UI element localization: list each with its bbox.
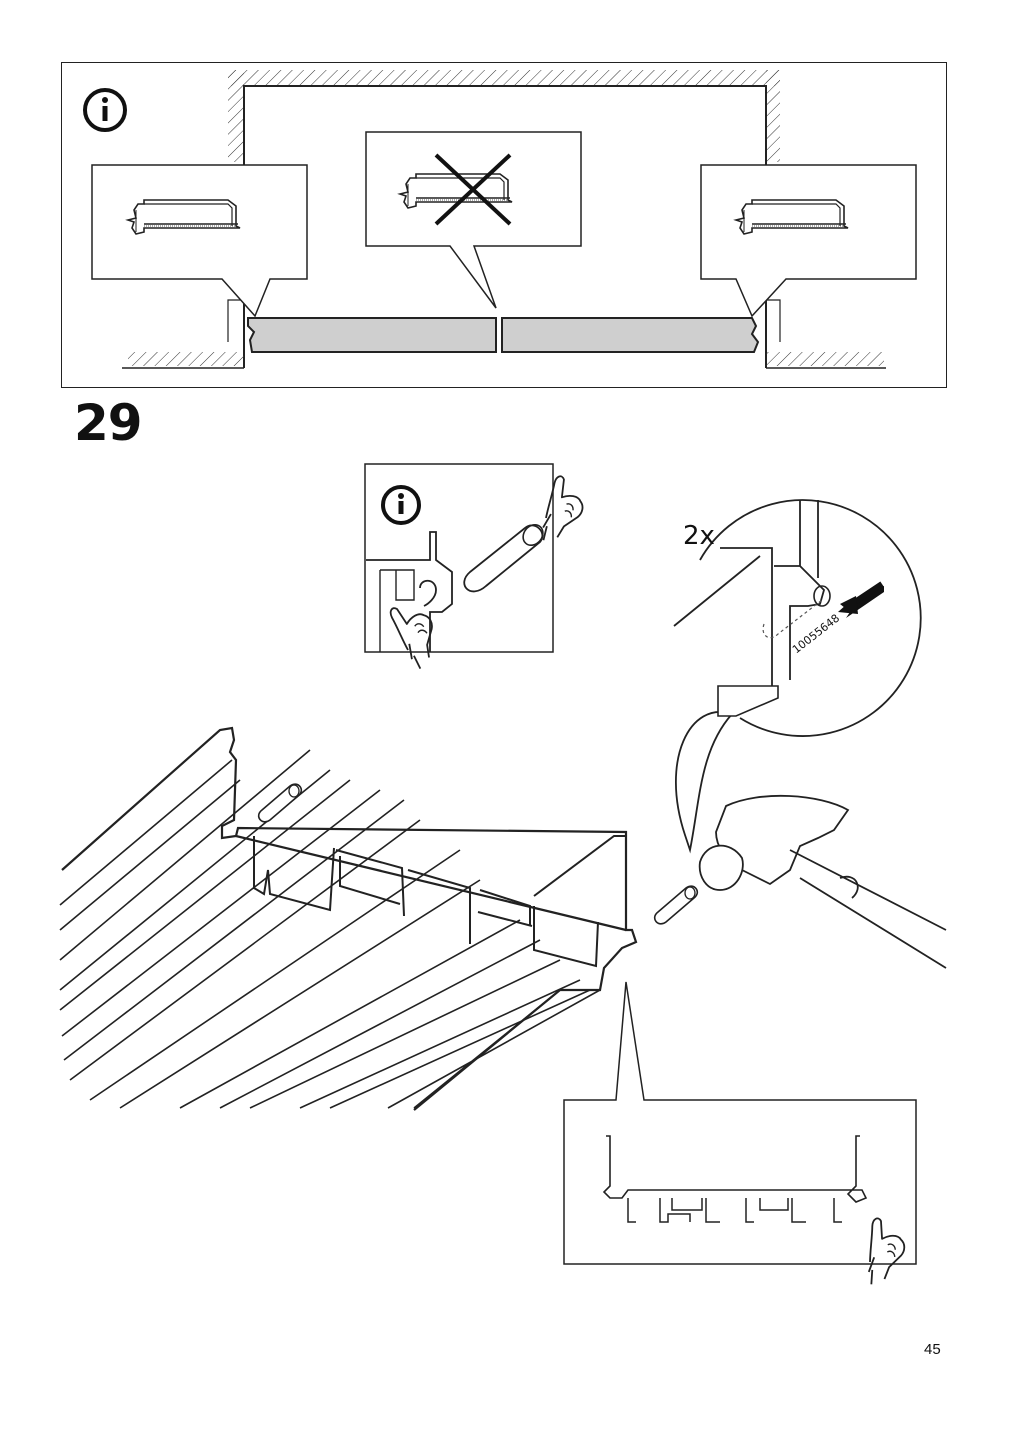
step-number: 29 — [74, 394, 143, 452]
rail-extrusion — [59, 726, 699, 1111]
wall-section — [122, 70, 886, 369]
hammer-icon — [698, 794, 947, 969]
dowel-pin — [463, 523, 544, 593]
dowel-pin — [257, 783, 303, 823]
cross-icon — [434, 153, 512, 226]
zoom-callout — [673, 499, 922, 854]
cross-section-detail — [563, 981, 917, 1287]
info-panel — [61, 62, 947, 388]
callout-right-ok — [700, 164, 917, 318]
dowel-pin — [653, 885, 699, 925]
callout-center-prohibited — [365, 131, 582, 309]
arrow-icon — [838, 581, 884, 618]
quantity-label: 2x — [683, 521, 715, 551]
info-icon-top — [83, 88, 127, 132]
rail-pieces — [247, 317, 760, 353]
info-icon — [381, 485, 421, 525]
page-number: 45 — [924, 1341, 941, 1358]
callout-left-ok — [91, 164, 308, 318]
detail-box-info — [364, 463, 591, 671]
